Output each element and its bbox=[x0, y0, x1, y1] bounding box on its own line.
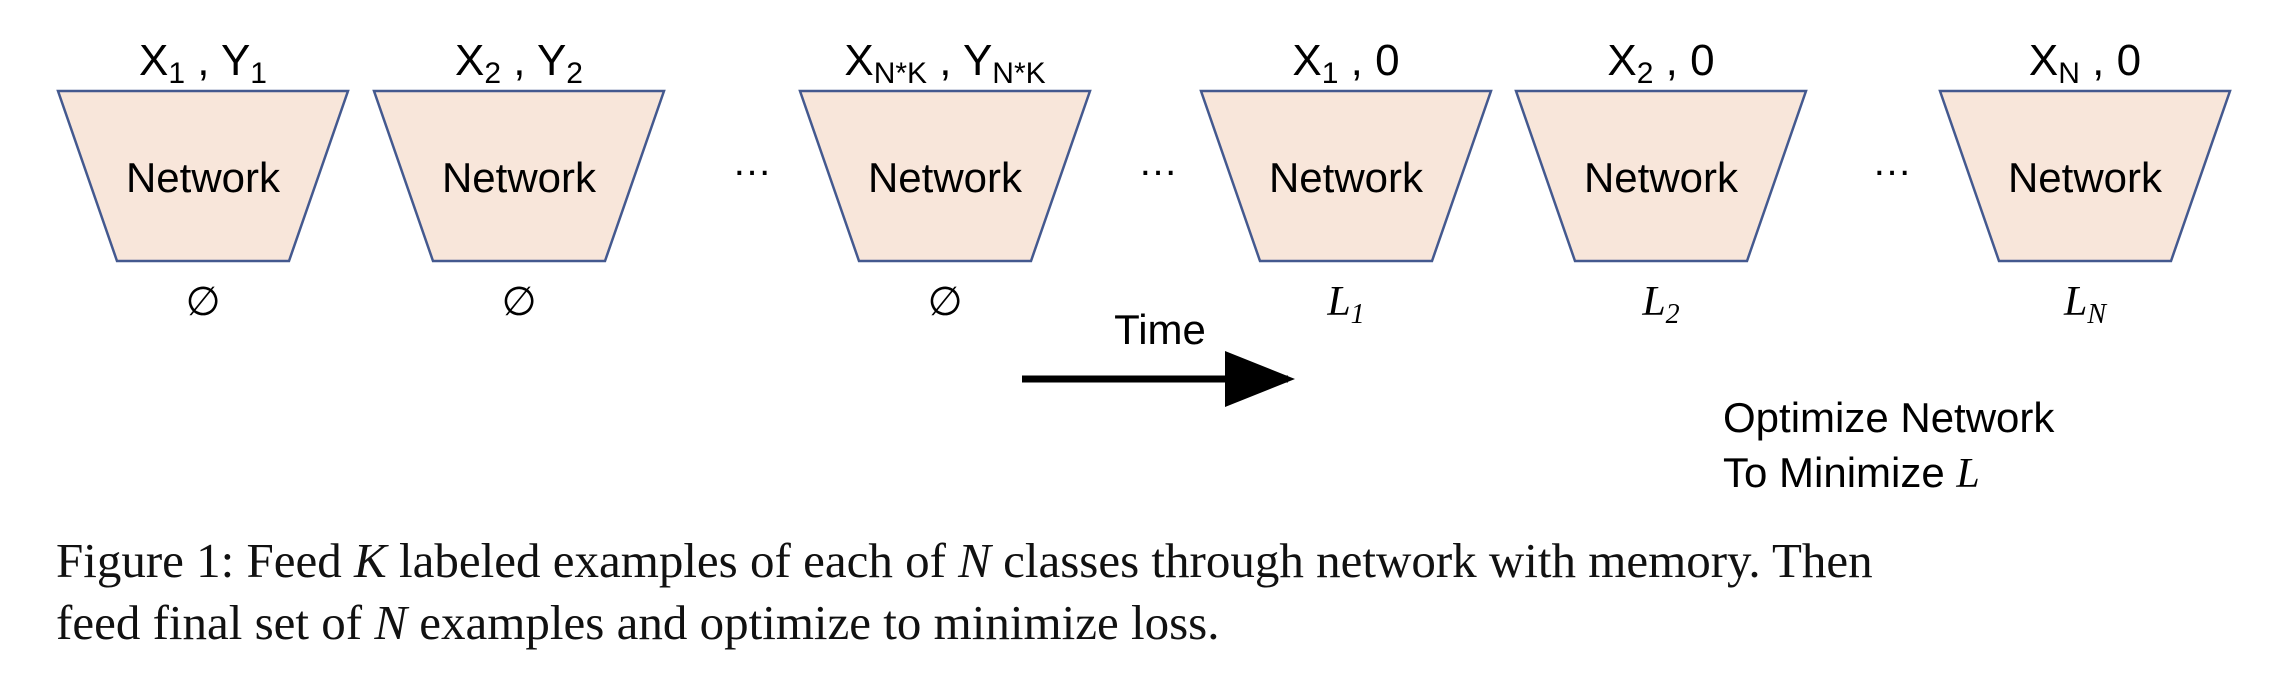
loss-output: L2 bbox=[1641, 279, 1679, 330]
network-trapezoid bbox=[1514, 89, 1808, 263]
network-label: Network bbox=[868, 154, 1023, 201]
input-label: X2 , 0 bbox=[1607, 36, 1714, 90]
caption-mid2: classes through network with memory. The… bbox=[990, 533, 1873, 588]
loss-output: LN bbox=[2063, 279, 2107, 330]
input-x-symbol: X bbox=[139, 36, 168, 85]
input-label: XN*K , YN*K bbox=[844, 36, 1045, 90]
empty-output: ∅ bbox=[928, 280, 963, 324]
network-label: Network bbox=[1269, 154, 1424, 201]
loss-symbol: L bbox=[1641, 279, 1665, 325]
optimize-note-variable: L bbox=[1955, 451, 1979, 497]
input-x-symbol: X bbox=[844, 36, 873, 85]
input-separator: , bbox=[1653, 36, 1690, 85]
network-label: Network bbox=[2008, 154, 2163, 201]
input-y-subscript: 2 bbox=[566, 57, 583, 90]
input-separator: , bbox=[501, 36, 537, 85]
caption-line2-suffix: examples and optimize to minimize loss. bbox=[407, 595, 1220, 650]
input-x-subscript: 2 bbox=[484, 57, 501, 90]
figure-caption: Figure 1: Feed K labeled examples of eac… bbox=[56, 530, 2256, 654]
input-y-subscript: N*K bbox=[992, 57, 1045, 90]
input-separator: , bbox=[1338, 36, 1375, 85]
input-separator: , bbox=[185, 36, 221, 85]
empty-set-symbol: ∅ bbox=[502, 280, 537, 324]
loss-subscript: 1 bbox=[1351, 299, 1365, 330]
loss-subscript: N bbox=[2086, 299, 2107, 330]
ellipsis-separator: … bbox=[1138, 140, 1178, 184]
input-separator: , bbox=[2080, 36, 2117, 85]
input-y-symbol: 0 bbox=[1690, 36, 1714, 85]
input-x-subscript: N*K bbox=[874, 57, 927, 90]
input-y-symbol: Y bbox=[963, 36, 992, 85]
network-trapezoid bbox=[1938, 89, 2232, 263]
input-label: X1 , 0 bbox=[1292, 36, 1399, 90]
caption-n-symbol: N bbox=[958, 533, 991, 588]
empty-output: ∅ bbox=[502, 280, 537, 324]
input-y-symbol: Y bbox=[221, 36, 250, 85]
network-trapezoid bbox=[1199, 89, 1493, 263]
input-x-symbol: X bbox=[2029, 36, 2058, 85]
input-x-symbol: X bbox=[1292, 36, 1321, 85]
input-y-symbol: 0 bbox=[1375, 36, 1399, 85]
network-trapezoid bbox=[56, 89, 350, 263]
empty-output: ∅ bbox=[186, 280, 221, 324]
empty-set-symbol: ∅ bbox=[928, 280, 963, 324]
input-x-symbol: X bbox=[1607, 36, 1636, 85]
loss-output: L1 bbox=[1326, 279, 1364, 330]
loss-symbol: L bbox=[2063, 279, 2087, 325]
network-trapezoid bbox=[798, 89, 1092, 263]
caption-line2-prefix: feed final set of bbox=[56, 595, 375, 650]
ellipsis-separator: … bbox=[1872, 140, 1912, 184]
caption-prefix: Figure 1: Feed bbox=[56, 533, 355, 588]
input-x-subscript: 1 bbox=[1322, 57, 1339, 90]
empty-set-symbol: ∅ bbox=[186, 280, 221, 324]
input-separator: , bbox=[927, 36, 963, 85]
input-y-symbol: 0 bbox=[2117, 36, 2141, 85]
network-label: Network bbox=[442, 154, 597, 201]
input-label: XN , 0 bbox=[2029, 36, 2141, 90]
optimize-note-prefix: To Minimize bbox=[1723, 449, 1956, 496]
input-x-symbol: X bbox=[455, 36, 484, 85]
caption-mid1: labeled examples of each of bbox=[386, 533, 959, 588]
loss-symbol: L bbox=[1326, 279, 1350, 325]
input-y-subscript: 1 bbox=[250, 57, 267, 90]
input-x-subscript: 1 bbox=[168, 57, 185, 90]
input-x-subscript: N bbox=[2058, 57, 2080, 90]
caption-k-symbol: K bbox=[354, 533, 387, 588]
network-label: Network bbox=[1584, 154, 1739, 201]
input-label: X2 , Y2 bbox=[455, 36, 583, 90]
input-y-symbol: Y bbox=[537, 36, 566, 85]
loss-subscript: 2 bbox=[1666, 299, 1680, 330]
input-label: X1 , Y1 bbox=[139, 36, 267, 90]
optimize-note-line2: To Minimize L bbox=[1723, 449, 1980, 497]
network-label: Network bbox=[126, 154, 281, 201]
caption-n-symbol-2: N bbox=[374, 595, 408, 650]
time-label: Time bbox=[1114, 306, 1206, 353]
network-trapezoid bbox=[372, 89, 666, 263]
input-x-subscript: 2 bbox=[1637, 57, 1654, 90]
optimize-note-line1: Optimize Network bbox=[1723, 394, 2055, 441]
ellipsis-separator: … bbox=[732, 140, 772, 184]
